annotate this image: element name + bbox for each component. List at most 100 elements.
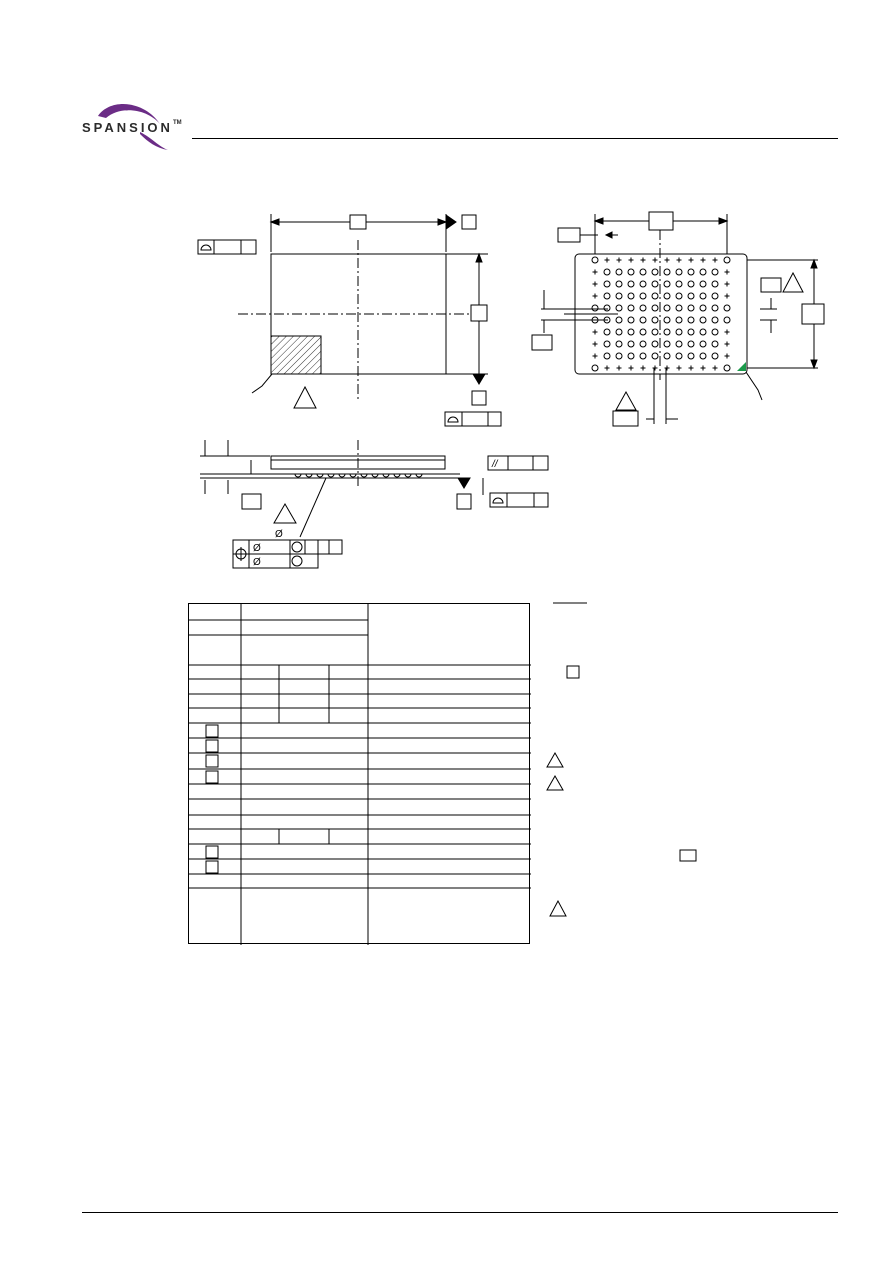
ball-plus-icon [676,365,682,371]
ball-plus-icon [652,257,658,263]
side-ball-icon [415,473,423,478]
ball-circle-icon [603,304,611,312]
datum-triangle-black-icon [472,373,486,385]
ball-circle-icon [663,304,671,312]
dim-label-box [349,214,367,230]
ball-circle-icon [687,340,695,348]
ball-circle-icon [699,304,707,312]
side-solder-balls [294,473,423,478]
parallelism-symbol-icon: // [491,459,499,470]
ball-plus-icon [724,293,730,299]
side-ball-icon [393,473,401,478]
note-triangle-icon [615,390,637,411]
ball-plus-icon [604,365,610,371]
header-rule [192,138,838,139]
flatness-symbol-icon [447,416,459,423]
ball-circle-icon [675,328,683,336]
ball-plus-icon [676,257,682,263]
ball-circle-icon [663,352,671,360]
ball-circle-icon [675,352,683,360]
ball-plus-icon [592,293,598,299]
ball-plus-icon [592,353,598,359]
dim-label-box [241,493,262,510]
dim-label-box [648,211,674,231]
ball-circle-icon [675,340,683,348]
side-ball-icon [382,473,390,478]
ball-circle-icon [651,328,659,336]
ball-circle-icon [711,352,719,360]
ball-circle-icon [723,304,731,312]
ball-plus-icon [724,353,730,359]
ball-plus-icon [616,257,622,263]
ball-circle-icon [699,280,707,288]
ball-circle-icon [651,292,659,300]
ball-circle-icon [627,352,635,360]
ball-circle-icon [603,316,611,324]
ball-circle-icon [699,340,707,348]
pin1-corner-hatch [270,335,322,375]
ball-plus-icon [628,365,634,371]
ball-circle-icon [639,328,647,336]
notes-symbols [546,602,697,917]
note-triangle-icon [546,751,564,768]
dimension-table-grid [189,604,531,945]
ball-circle-icon [711,292,719,300]
dim-label-box [760,277,782,293]
side-ball-icon [294,473,302,478]
ball-circle-icon [687,316,695,324]
ball-circle-icon [663,316,671,324]
side-ball-icon [404,473,412,478]
ball-circle-icon [687,280,695,288]
ball-circle-icon [687,292,695,300]
note-triangle-icon [546,774,564,791]
flatness-frame [444,411,502,427]
ball-plus-icon [604,257,610,263]
symbol-box [205,770,219,784]
ball-plus-icon [712,365,718,371]
dim-label-box [612,410,639,427]
diameter-symbol-icon: Ø [253,543,261,554]
ball-plus-icon [640,257,646,263]
ball-circle-icon [639,268,647,276]
ball-plus-icon [700,365,706,371]
ball-plus-icon [664,365,670,371]
footer-rule [82,1212,838,1213]
ball-circle-icon [627,292,635,300]
ball-plus-icon [688,257,694,263]
ball-plus-icon [652,365,658,371]
ball-plus-icon [712,257,718,263]
ball-plus-icon [724,269,730,275]
bottom-view [531,211,825,427]
ball-plus-icon [592,341,598,347]
side-ball-icon [360,473,368,478]
ball-circle-icon [723,256,731,264]
ball-circle-icon [615,304,623,312]
ball-circle-icon [627,340,635,348]
ball-circle-icon [627,316,635,324]
symbol-box [205,724,219,738]
ball-circle-icon [663,280,671,288]
ball-circle-icon [687,268,695,276]
ball-circle-icon [663,268,671,276]
ball-circle-icon [687,328,695,336]
side-ball-icon [371,473,379,478]
ball-circle-icon [711,328,719,336]
ball-plus-icon [616,365,622,371]
ball-circle-icon [687,352,695,360]
ball-circle-icon [591,256,599,264]
ball-circle-icon [639,340,647,348]
ball-circle-icon [675,280,683,288]
ball-circle-icon [591,364,599,372]
ball-circle-icon [663,340,671,348]
ball-circle-icon [651,268,659,276]
ball-circle-icon [639,280,647,288]
note-triangle-icon [782,271,804,293]
ball-plus-icon [724,341,730,347]
ball-circle-icon [603,292,611,300]
spansion-logo: SPANSIONTM [80,102,190,152]
ball-circle-icon [639,316,647,324]
ball-plus-icon [592,281,598,287]
note-triangle-icon [273,503,297,524]
flatness-frame [489,492,549,508]
ball-circle-icon [687,304,695,312]
